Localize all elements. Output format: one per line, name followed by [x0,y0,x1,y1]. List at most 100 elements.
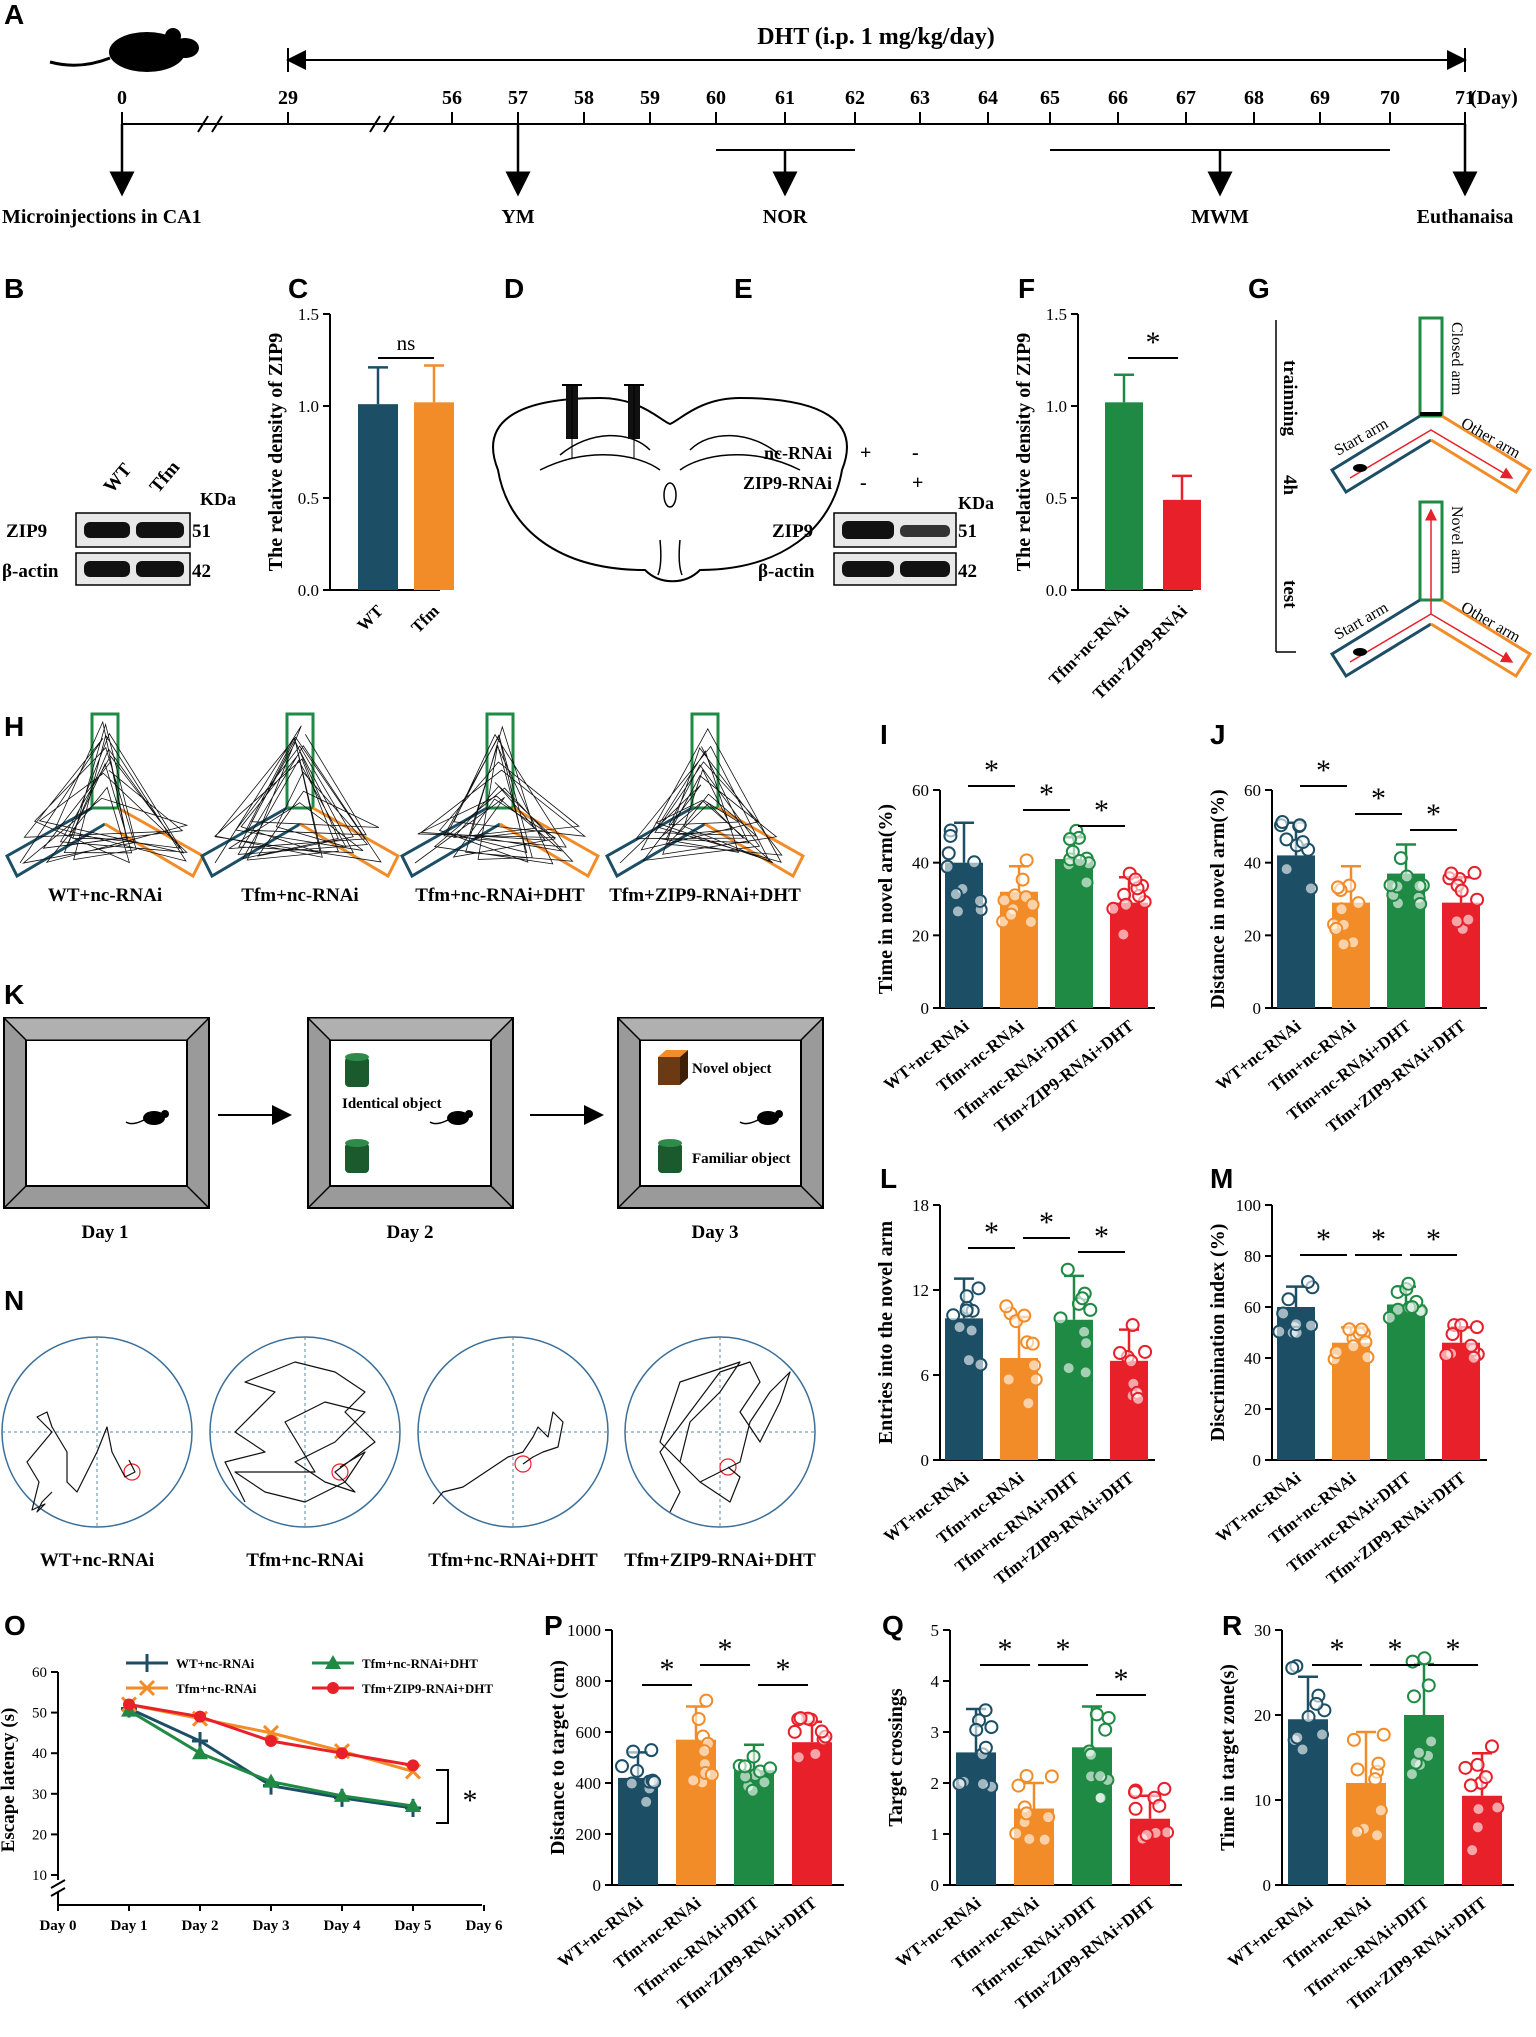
bar [1110,902,1148,1008]
y-tick-label: 1000 [567,1621,601,1640]
data-point [1138,1344,1153,1359]
significance-star: * [984,754,999,787]
data-point [1304,1318,1319,1333]
novel-object-label: Novel object [692,1061,772,1077]
data-point [1124,1354,1139,1369]
data-point [1078,1365,1093,1380]
data-point [1019,853,1034,868]
y-tick-label: 20 [1254,1706,1271,1725]
y-axis-label: Entries into the novel arm [875,1221,897,1445]
data-point [1417,1651,1432,1666]
panel-label-e: E [734,273,753,304]
day-label: 0 [117,87,127,109]
significance-star: * [1039,1206,1054,1239]
x-tick-label: Day 4 [323,1918,361,1934]
x-tick-label: Day 2 [181,1918,218,1934]
data-point [978,1740,993,1755]
y-tick-label: 60 [1244,781,1261,800]
significance-star: * [1388,1633,1403,1666]
y-tick-label: 6 [921,1366,930,1385]
group-label: Tfm+nc-RNAi [246,1550,363,1571]
bar [1332,902,1370,1008]
data-point [1028,1372,1043,1387]
data-point [1023,914,1038,929]
day-label: 60 [706,87,726,109]
data-point [1025,897,1040,912]
significance-star: * [718,1633,733,1666]
event-nor: NOR [763,206,808,228]
ymaze-arm-start [5,806,106,879]
data-point [1401,1276,1416,1291]
data-point [763,1761,778,1776]
legend-marker [139,1654,155,1672]
data-point [1405,1300,1420,1315]
data-point [1469,1320,1484,1335]
data-point [1301,1709,1316,1724]
novel-object [658,1057,680,1085]
x-tick-label: Day 0 [39,1918,76,1934]
panel-label-d: D [504,273,524,304]
y-axis-label: Distance to target (cm) [547,1660,569,1855]
blot-band [136,522,184,538]
legend-marker [327,1682,339,1694]
data-point [999,1299,1014,1314]
significance-star: * [1039,778,1054,811]
data-point [686,1773,701,1788]
data-point [1113,1346,1128,1361]
data-point [1157,1781,1172,1796]
y-tick-label: 1 [931,1825,940,1844]
data-point [973,1357,988,1372]
data-point [1053,1311,1068,1326]
data-point [407,1759,419,1772]
data-point [1439,1348,1454,1363]
y-tick-label: 20 [1244,926,1261,945]
ymaze-arm-novel [90,712,120,810]
significance-star: * [1426,1223,1441,1256]
panel-b-western: B WT Tfm KDa ZIP9 β-actin 51 42 [2,273,236,586]
data-point [1019,1768,1034,1783]
data-point [1084,1747,1099,1762]
ymaze-track [19,720,189,864]
day-label: 62 [845,87,865,109]
data-point [1101,1710,1116,1725]
mouse-icon [49,28,199,72]
significance-star: * [1114,1663,1129,1696]
data-point [1412,879,1427,894]
data-point [1116,927,1131,942]
data-point [1470,1820,1485,1835]
data-point [1370,1828,1385,1843]
data-point [194,1710,206,1723]
group-label: WT+nc-RNAi [48,885,162,906]
data-point [1093,1769,1108,1784]
bar [1387,1304,1425,1460]
data-point [1334,902,1349,917]
data-point [969,1722,984,1737]
data-point [1407,1689,1422,1704]
y-axis-label: Target crossings [885,1688,907,1827]
x-tick-label: Day 6 [465,1918,503,1934]
panel-label-k: K [4,979,24,1010]
swim-track [224,1361,376,1503]
day-label: 61 [775,87,795,109]
data-point [1079,875,1094,890]
bar [1072,1747,1112,1885]
data-point [1463,1778,1478,1793]
size-42: 42 [958,561,977,582]
data-point [1007,888,1022,903]
day-unit: (Day) [1470,87,1518,109]
mouse-icon [143,1111,165,1125]
ymaze-arm-novel [690,712,720,810]
data-point [1128,872,1143,887]
data-point [334,1787,350,1802]
axis-break [50,1879,66,1889]
data-point [1329,921,1344,936]
y-axis-label: The relative density of ZIP9 [265,333,287,572]
sign: + [912,472,923,494]
data-point [1017,1308,1032,1323]
y-axis-label: Time in novel arm(%) [875,804,897,994]
data-point [1360,1350,1375,1365]
data-point [964,1323,979,1338]
